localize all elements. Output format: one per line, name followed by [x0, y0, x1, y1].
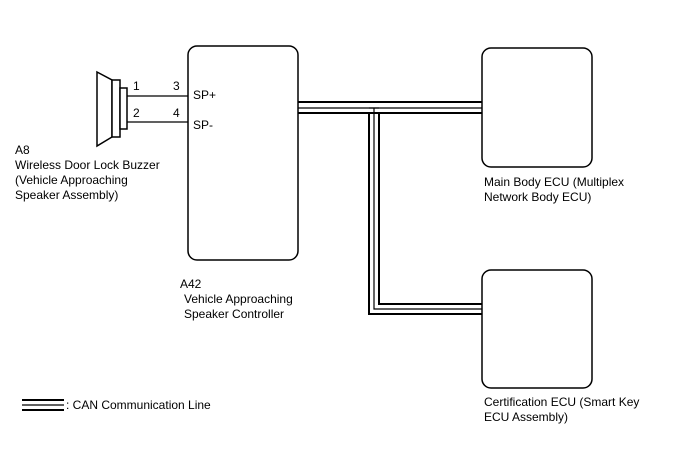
controller-label: A42 Vehicle Approaching Speaker Controll… [180, 277, 293, 322]
certification-ecu-name-line-1: Certification ECU (Smart Key [484, 395, 640, 409]
terminal-sp-minus: SP- [193, 118, 214, 132]
controller-box [187, 45, 299, 261]
certification-ecu-name-line-2: ECU Assembly) [484, 410, 569, 424]
certification-ecu-box [481, 269, 593, 389]
buzzer-pin-1: 1 [133, 79, 140, 93]
certification-ecu-label: Certification ECU (Smart Key ECU Assembl… [484, 395, 639, 425]
buzzer-name-line-3: Speaker Assembly) [15, 188, 119, 202]
buzzer-name-line-1: Wireless Door Lock Buzzer [15, 158, 160, 172]
controller-name-line-2: Speaker Controller [184, 307, 285, 321]
buzzer-name-line-2: (Vehicle Approaching [15, 173, 128, 187]
controller-name-line-1: Vehicle Approaching [184, 292, 293, 306]
terminal-sp-plus: SP+ [193, 88, 217, 102]
main-body-ecu-name-line-2: Network Body ECU) [484, 190, 592, 204]
buzzer-label: A8 Wireless Door Lock Buzzer (Vehicle Ap… [15, 143, 160, 203]
can-line-branch [368, 108, 482, 315]
main-body-ecu-name-line-1: Main Body ECU (Multiplex [484, 175, 625, 189]
main-body-ecu-label: Main Body ECU (Multiplex Network Body EC… [484, 175, 624, 205]
controller-pin-4: 4 [173, 106, 180, 120]
buzzer-code: A8 [15, 143, 30, 157]
buzzer-pin-2: 2 [133, 106, 140, 120]
legend-can-line-icon [22, 399, 64, 411]
speaker-icon [96, 70, 128, 148]
legend-label: : CAN Communication Line [66, 398, 211, 412]
main-body-ecu-box [481, 47, 593, 168]
controller-pin-3: 3 [173, 79, 180, 93]
can-line-main [298, 101, 482, 114]
controller-code: A42 [180, 277, 202, 291]
